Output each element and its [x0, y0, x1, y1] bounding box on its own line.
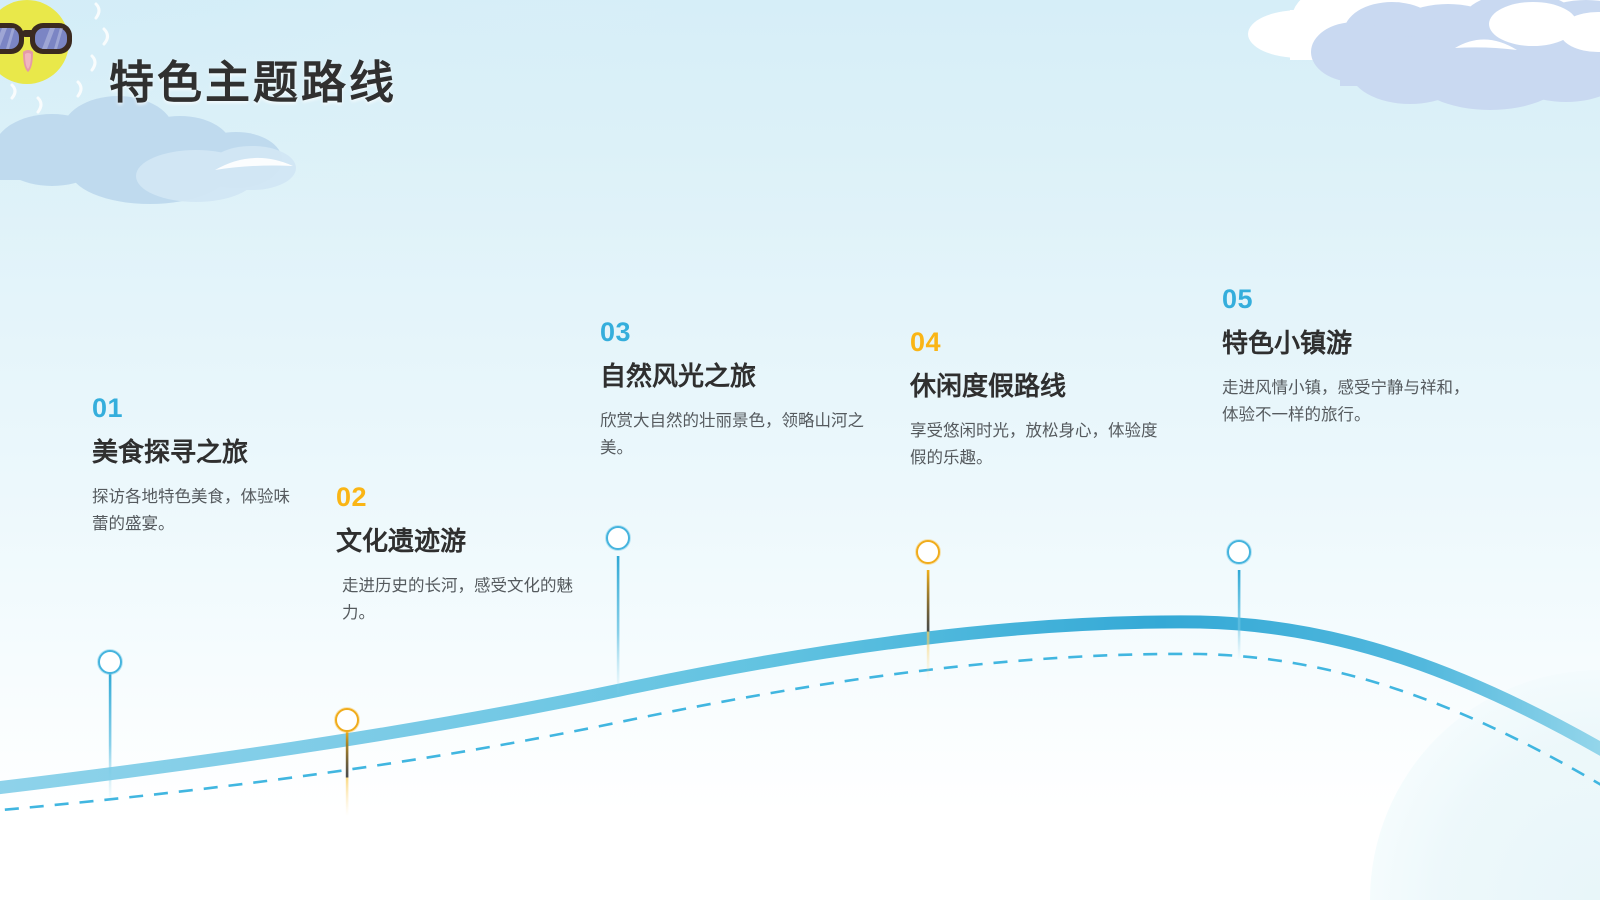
- item-title-02: 文化遗迹游: [336, 526, 467, 556]
- wave-solid-path: [0, 615, 1600, 795]
- item-title-05: 特色小镇游: [1222, 328, 1353, 358]
- item-number-01: 01: [92, 393, 124, 423]
- item-number-02: 02: [336, 482, 368, 512]
- item-desc-01: 探访各地特色美食，体验味蕾的盛宴。: [92, 487, 290, 533]
- item-desc-05: 走进风情小镇，感受宁静与祥和，体验不一样的旅行。: [1222, 378, 1470, 424]
- milestone-item-03[interactable]: 03 自然风光之旅 欣赏大自然的壮丽景色，领略山河之美。: [600, 319, 868, 461]
- cloud-group-top-right: [1248, 0, 1600, 110]
- wave-dashed-path: [0, 652, 1600, 812]
- item-number-05: 05: [1222, 284, 1254, 314]
- milestone-item-01[interactable]: 01 美食探寻之旅 探访各地特色美食，体验味蕾的盛宴。: [92, 395, 307, 537]
- milestone-item-02[interactable]: 02 文化遗迹游 走进历史的长河，感受文化的魅力。: [336, 484, 586, 626]
- pin-dot-03: [606, 526, 630, 550]
- item-number-03: 03: [600, 317, 632, 347]
- pin-dot-04: [916, 540, 940, 564]
- item-title-04: 休闲度假路线: [910, 371, 1067, 401]
- item-title-01: 美食探寻之旅: [92, 437, 249, 467]
- item-desc-04: 享受悠闲时光，放松身心，体验度假的乐趣。: [910, 421, 1158, 467]
- sun-with-sunglasses-icon: [0, 0, 99, 114]
- pin-dot-02: [335, 708, 359, 732]
- page-title: 特色主题路线: [109, 56, 398, 108]
- pin-dot-01: [98, 650, 122, 674]
- item-number-04: 04: [910, 327, 942, 357]
- item-desc-03: 欣赏大自然的壮丽景色，领略山河之美。: [600, 411, 864, 457]
- item-title-03: 自然风光之旅: [600, 361, 757, 391]
- pin-stems: [108, 556, 1241, 816]
- pin-dot-05: [1227, 540, 1251, 564]
- milestone-item-05[interactable]: 05 特色小镇游 走进风情小镇，感受宁静与祥和，体验不一样的旅行。: [1222, 286, 1474, 428]
- slide-header: 特色主题路线: [0, 0, 397, 130]
- milestone-item-04[interactable]: 04 休闲度假路线 享受悠闲时光，放松身心，体验度假的乐趣。: [910, 329, 1172, 471]
- item-desc-02: 走进历史的长河，感受文化的魅力。: [342, 576, 573, 622]
